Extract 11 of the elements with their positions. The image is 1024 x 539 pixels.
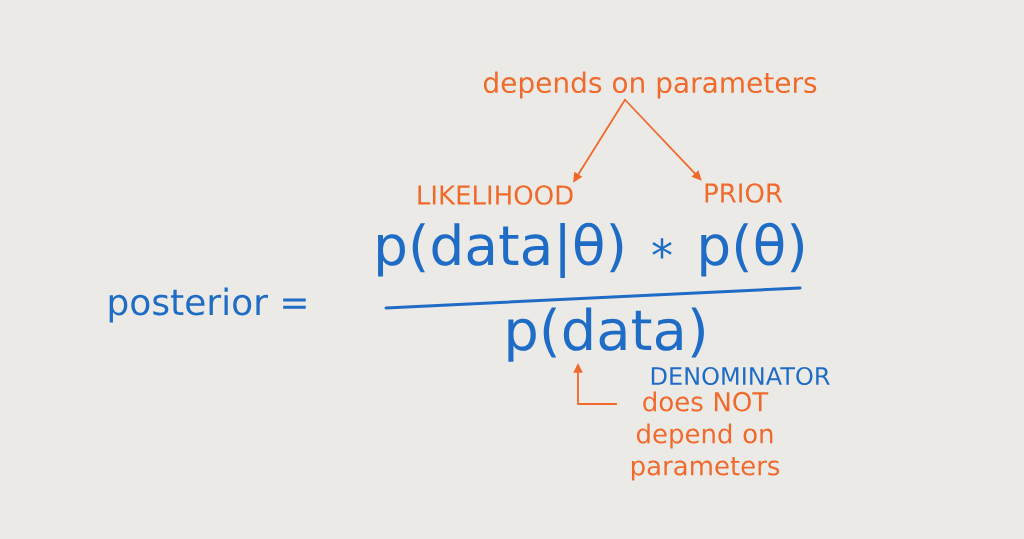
term-label: LIKELIHOOD — [418, 185, 573, 205]
annotation-text: does NOT depend on parameters — [631, 391, 780, 481]
math-expression: p(θ) — [701, 222, 804, 277]
term-label: PRIOR — [705, 183, 783, 203]
math-expression: p(data) — [508, 307, 704, 362]
equation-label: posterior = — [109, 287, 306, 323]
arrow — [624, 98, 702, 181]
term-label: DENOMINATOR — [651, 366, 830, 386]
multiply-sign: * — [652, 238, 672, 259]
annotation-text: depends on parameters — [483, 71, 817, 99]
math-expression: p(data|θ) — [378, 222, 623, 278]
